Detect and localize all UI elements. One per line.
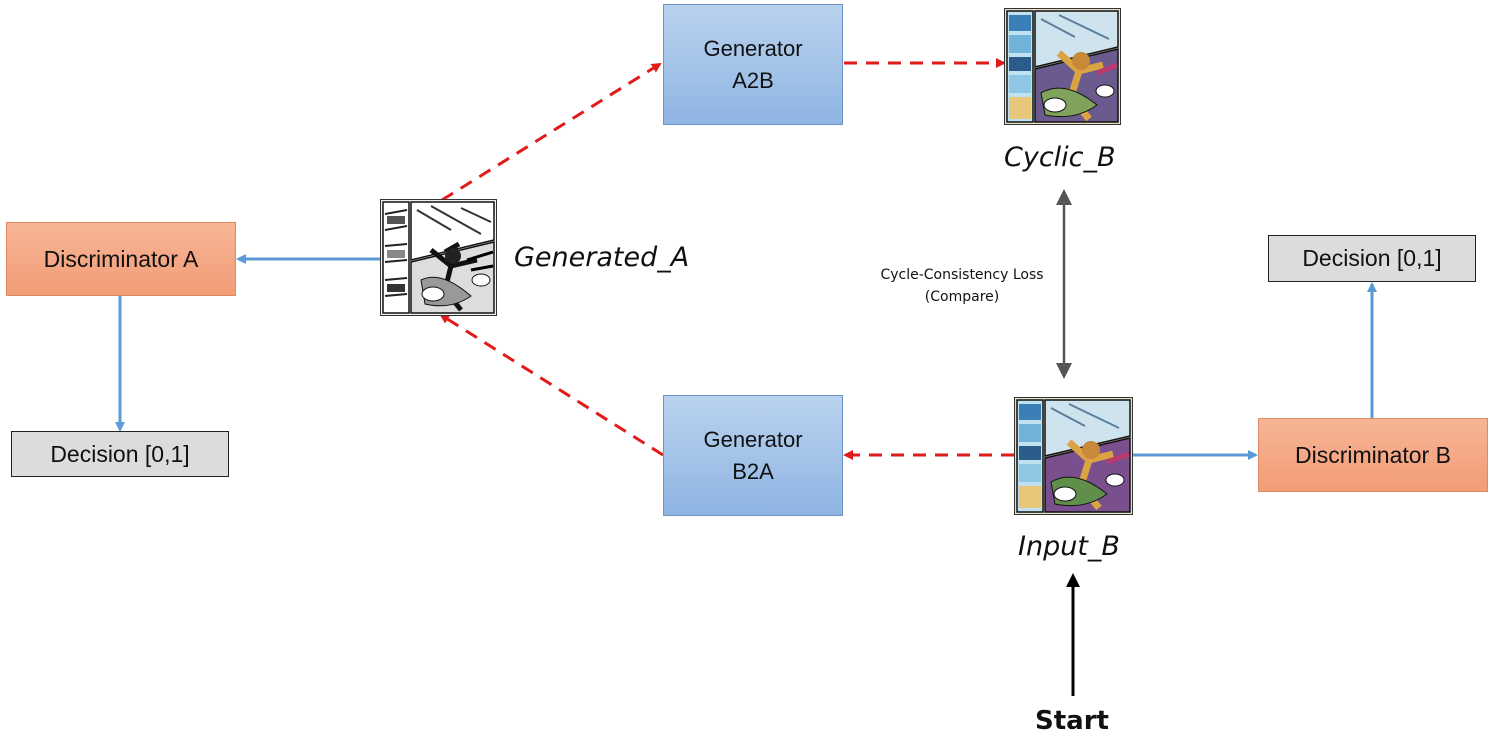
cyclic-b-label: Cyclic_B: [1004, 142, 1116, 173]
generator-b2a-line2: B2A: [732, 458, 774, 484]
start-label: Start: [1035, 706, 1109, 736]
discriminator-b: Discriminator B: [1258, 418, 1488, 492]
decision-a: Decision [0,1]: [11, 431, 229, 477]
color-comic-picture: [1005, 9, 1120, 124]
generator-b2a: Generator B2A: [663, 395, 843, 516]
generator-a2b-line1: Generator: [703, 35, 803, 61]
generator-a2b: Generator A2B: [663, 4, 843, 125]
loss-line1: Cycle-Consistency Loss: [880, 267, 1044, 283]
input-b-label: Input_B: [1018, 531, 1120, 562]
generator-a2b-line2: A2B: [732, 67, 774, 93]
loss-line2: (Compare): [924, 289, 1000, 305]
discriminator-a: Discriminator A: [6, 222, 236, 296]
grayscale-comic-picture: [381, 200, 496, 315]
arrow-generated-a-to-generator-a2b: [441, 62, 662, 202]
generated-a-image: [380, 199, 497, 316]
decision-b: Decision [0,1]: [1268, 235, 1476, 282]
input-b-image: [1014, 397, 1133, 515]
arrow-generator-b2a-to-generated-a: [439, 313, 664, 457]
color-comic-picture: [1015, 398, 1132, 514]
generator-b2a-line1: Generator: [703, 426, 803, 452]
cycle-consistency-loss-label: Cycle-Consistency Loss (Compare): [862, 264, 1062, 308]
generated-a-label: Generated_A: [514, 242, 690, 273]
cyclic-b-image: [1004, 8, 1121, 125]
